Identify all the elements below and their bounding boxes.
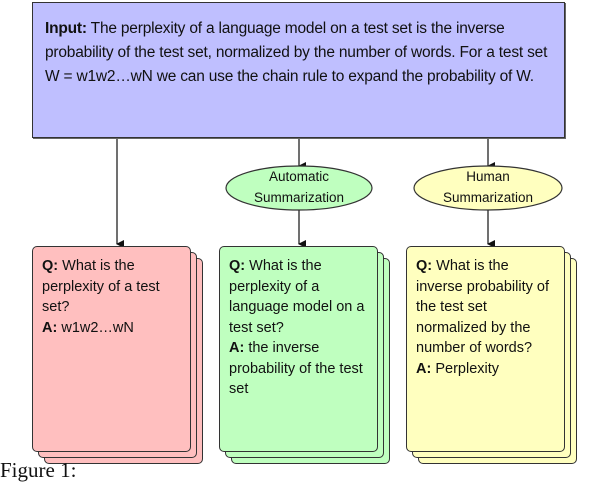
card-3-text: Q: What is the inverse probability of th…	[406, 246, 556, 379]
human-line1: Human	[466, 169, 510, 184]
card-answer: w1w2…wN	[61, 319, 134, 336]
input-label: Input:	[45, 20, 87, 37]
automatic-node	[225, 165, 373, 211]
automatic-node-label: Automatic Summarization	[226, 166, 372, 208]
card-1	[32, 246, 191, 452]
card-answer: the inverse probability of the test set	[229, 340, 363, 397]
a-label: A:	[42, 319, 58, 336]
q-label: Q:	[416, 258, 433, 274]
card-question: What is the perplexity of a language mod…	[229, 258, 365, 336]
human-line2: Summarization	[442, 190, 534, 205]
input-box: Input: The perplexity of a language mode…	[32, 2, 565, 138]
human-node	[413, 165, 563, 211]
card-question: What is the perplexity of a test set?	[42, 258, 160, 315]
automatic-line2: Summarization	[253, 190, 345, 205]
card-question: What is the inverse probability of the t…	[416, 258, 549, 356]
input-text: The perplexity of a language model on a …	[45, 20, 548, 85]
a-label: A:	[229, 340, 245, 356]
card-3	[406, 246, 565, 452]
a-label: A:	[416, 360, 432, 377]
figure-caption: Figure 1:	[0, 458, 77, 482]
card-2-text: Q: What is the perplexity of a language …	[219, 246, 369, 400]
card-answer: Perplexity	[435, 360, 500, 377]
connector-arrows	[116, 139, 563, 248]
automatic-line1: Automatic	[268, 169, 330, 184]
human-node-label: Human Summarization	[414, 166, 562, 208]
card-1-text: Q: What is the perplexity of a test set?…	[32, 246, 177, 338]
q-label: Q:	[42, 258, 59, 274]
q-label: Q:	[229, 258, 246, 274]
card-2	[219, 246, 378, 452]
